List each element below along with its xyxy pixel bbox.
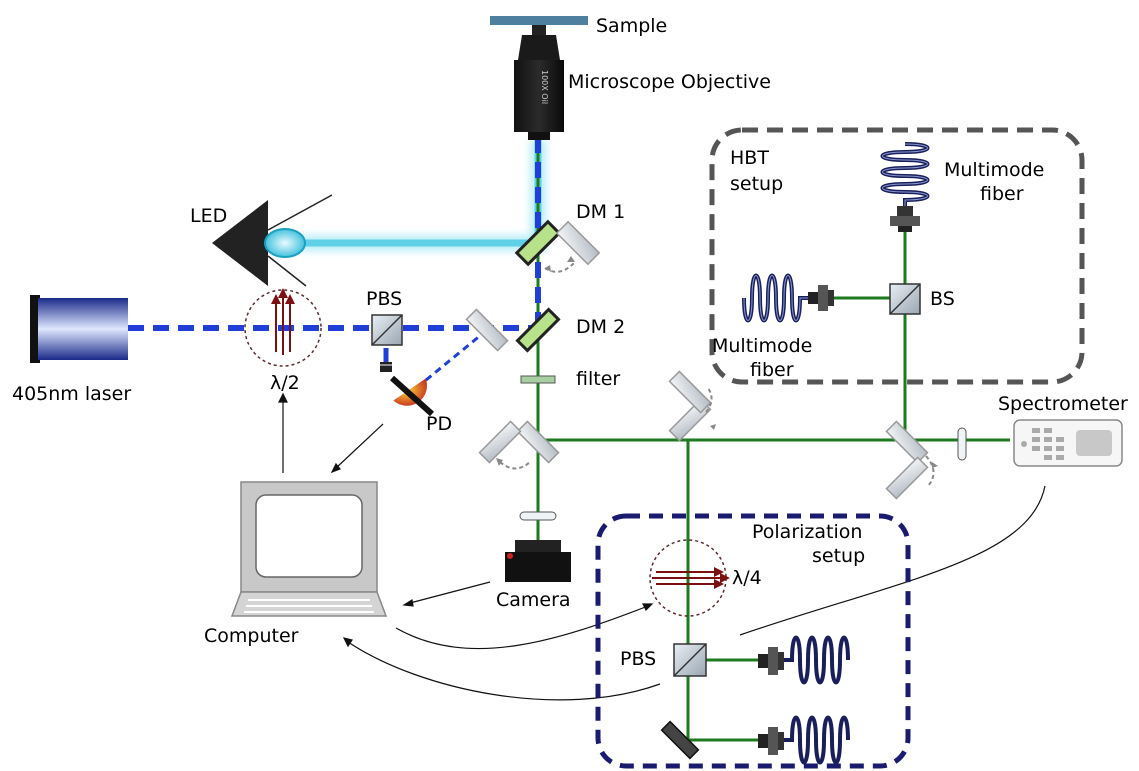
- laser-mirror: [465, 308, 509, 352]
- pbs-bottom: [673, 643, 707, 677]
- photodiode: [389, 375, 435, 417]
- sample-slide: [490, 16, 588, 25]
- filter-label: filter: [576, 368, 620, 390]
- camera-label: Camera: [496, 589, 571, 611]
- pbs-bottom-label: PBS: [620, 648, 656, 670]
- laser-405nm: [30, 295, 128, 363]
- camera: [505, 540, 571, 582]
- spectrometer-label: Spectrometer: [998, 393, 1128, 415]
- flip-mirror-pair-middle: [668, 370, 716, 442]
- camera-lens: [519, 511, 557, 521]
- sample-label: Sample: [596, 15, 667, 37]
- quarter-wave-plate: [649, 539, 730, 617]
- detection-path: [536, 140, 1010, 742]
- computer: [230, 481, 388, 617]
- bs-label: BS: [930, 288, 955, 310]
- hbt-label-1: HBT: [730, 147, 769, 169]
- multimode-left-label-1: Multimode: [712, 335, 812, 357]
- quarter-wave-label: λ/4: [732, 567, 762, 589]
- dm1-label: DM 1: [576, 201, 625, 223]
- filter: [520, 375, 556, 384]
- polarization-label-1: Polarization: [752, 521, 862, 543]
- beam-splitter: [889, 283, 921, 315]
- fiber-pol-2: [758, 715, 850, 765]
- polarization-label-2: setup: [812, 545, 865, 567]
- bottom-mirror: [660, 720, 700, 760]
- objective-engraving: 100X Oil: [540, 70, 549, 104]
- hbt-label-2: setup: [730, 173, 783, 195]
- computer-label: Computer: [204, 625, 299, 647]
- objective-label: Microscope Objective: [568, 71, 771, 93]
- multimode-fiber-left: [742, 273, 834, 323]
- microscope-objective: 100X Oil: [514, 25, 564, 140]
- spectrometer: [1013, 419, 1123, 467]
- led-label: LED: [190, 205, 227, 227]
- pd-label: PD: [426, 413, 452, 435]
- pbs-top: [371, 314, 403, 372]
- multimode-left-label-2: fiber: [750, 359, 794, 381]
- multimode-top-label-2: fiber: [980, 183, 1024, 205]
- signal-arrows: [278, 392, 1046, 701]
- multimode-fiber-top: [880, 142, 930, 232]
- dichroic-mirror-2: [515, 307, 561, 353]
- laser-beam: [128, 140, 541, 387]
- half-wave-plate: [244, 288, 322, 367]
- led-beam: [300, 140, 546, 251]
- dm2-label: DM 2: [576, 316, 625, 338]
- flip-mirror-pair-right: [885, 420, 938, 500]
- spectrometer-lens: [957, 427, 967, 461]
- dichroic-mirror-1: [514, 219, 601, 273]
- hbt-setup-box: [709, 127, 1085, 385]
- multimode-top-label-1: Multimode: [944, 159, 1044, 181]
- fiber-pol-1: [758, 635, 850, 685]
- laser-label: 405nm laser: [12, 383, 131, 405]
- polarization-setup-box: [595, 513, 911, 769]
- half-wave-label: λ/2: [270, 372, 300, 394]
- pbs-top-label: PBS: [366, 288, 402, 310]
- led-source: [212, 194, 333, 287]
- flip-mirror-pair-left: [478, 420, 560, 470]
